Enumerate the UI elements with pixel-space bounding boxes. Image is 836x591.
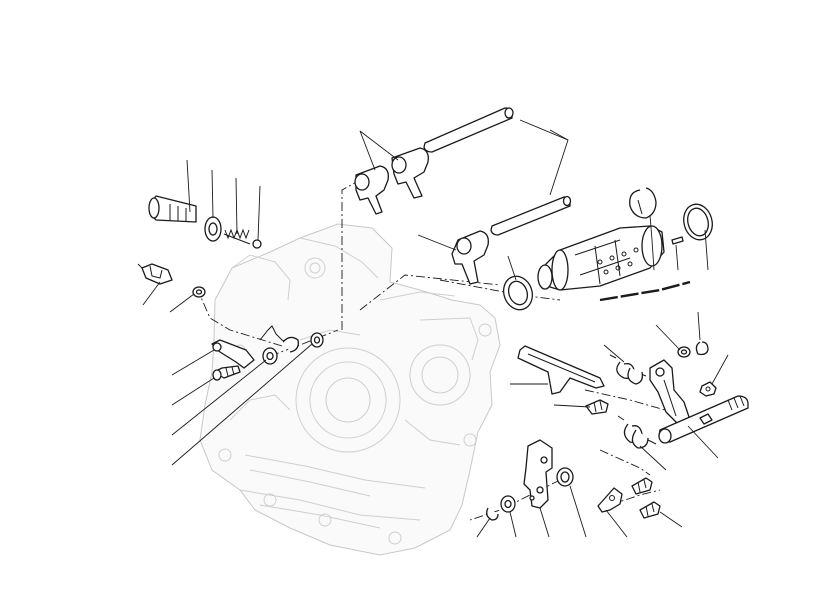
detent-ball xyxy=(252,239,262,249)
index-lever xyxy=(211,339,255,369)
shaft-circlip xyxy=(695,341,709,356)
guide-plate-washer xyxy=(500,495,516,513)
selector-drum xyxy=(537,225,665,291)
selector-fork-left xyxy=(354,165,389,215)
selector-fork-right xyxy=(391,147,429,199)
crankcase xyxy=(199,223,501,556)
ratchet-plate xyxy=(517,345,605,395)
ratchet-plate-screw xyxy=(585,399,609,415)
drum-circlip-upper xyxy=(629,187,657,219)
drum-pin xyxy=(671,236,684,245)
neutral-sensor xyxy=(137,263,173,285)
index-lever-bolt xyxy=(212,365,241,381)
spacer-collar xyxy=(310,332,324,348)
shift-spring-upper xyxy=(609,354,647,385)
guide-plate-bushing xyxy=(556,467,574,487)
shaft-washer xyxy=(677,346,691,358)
drum-shim-ring-left xyxy=(502,275,534,311)
bracket-bolt-lower xyxy=(639,501,661,519)
selector-fork-rod-lower xyxy=(490,195,572,236)
shift-arm xyxy=(649,359,691,427)
drum-shim-ring-right xyxy=(683,203,713,241)
detent-washer xyxy=(204,216,222,242)
gear-shift-shaft xyxy=(658,395,749,444)
guide-plate-circlip xyxy=(486,507,499,521)
selector-fork-rod-upper xyxy=(423,107,514,153)
index-lever-spring xyxy=(259,325,299,353)
stopper-bracket xyxy=(597,487,623,513)
sensor-washer xyxy=(192,286,206,298)
bracket-bolt-upper xyxy=(631,477,653,495)
shaft-nut xyxy=(699,381,717,397)
detent-plug-bolt xyxy=(148,195,197,223)
drum-shaft-guide-line xyxy=(599,280,691,302)
shift-guide-plate xyxy=(523,439,553,509)
selector-fork-lower xyxy=(451,230,489,285)
index-lever-washer xyxy=(262,347,278,365)
shift-spring-lower xyxy=(617,415,657,449)
leader-lines xyxy=(142,119,729,538)
